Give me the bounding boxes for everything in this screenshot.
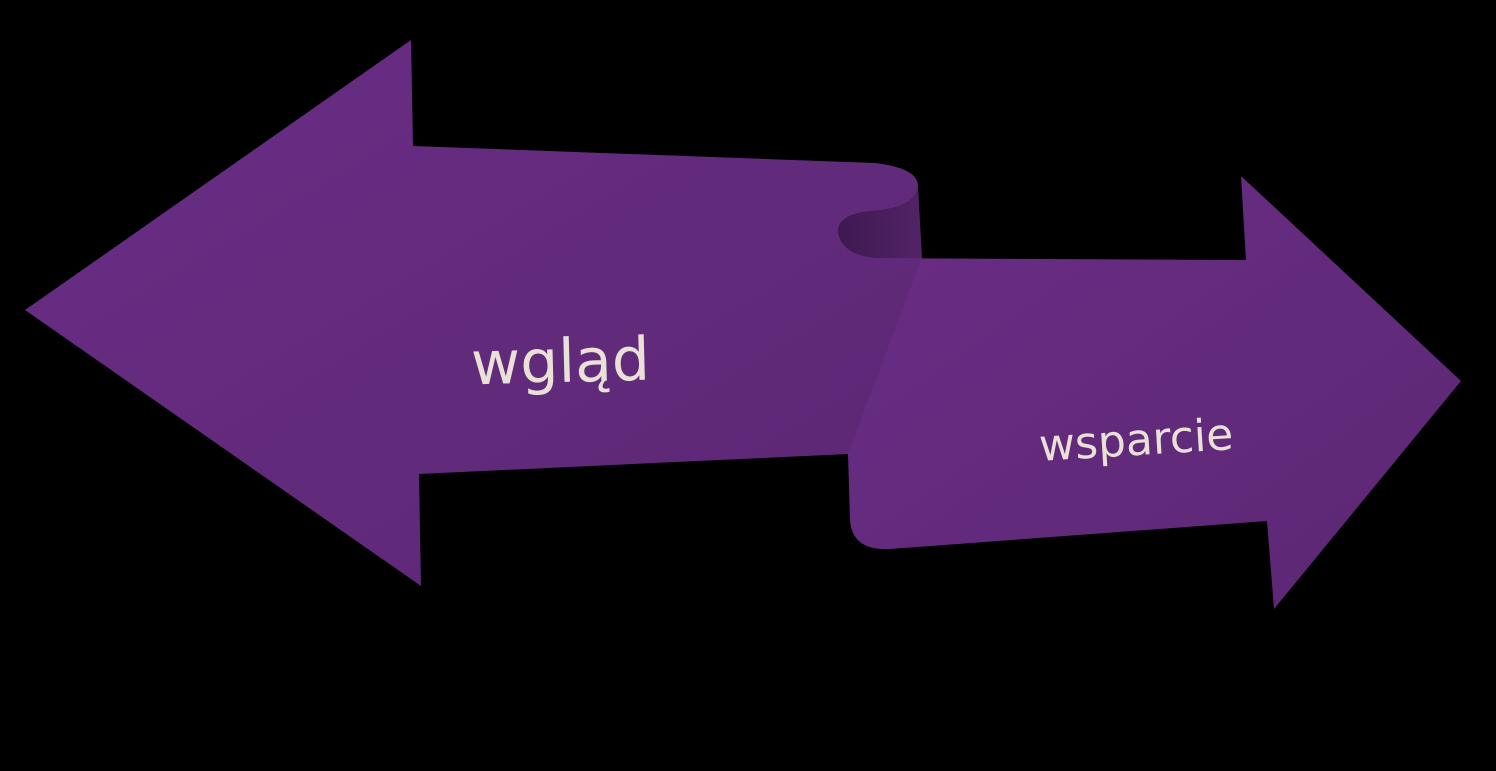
ribbon-fold bbox=[838, 186, 922, 258]
left-arrow-shape bbox=[25, 40, 922, 586]
right-arrow-shape bbox=[848, 176, 1461, 609]
right-arrow-label: wsparcie bbox=[1038, 409, 1235, 472]
left-arrow-label: wgląd bbox=[470, 325, 650, 400]
